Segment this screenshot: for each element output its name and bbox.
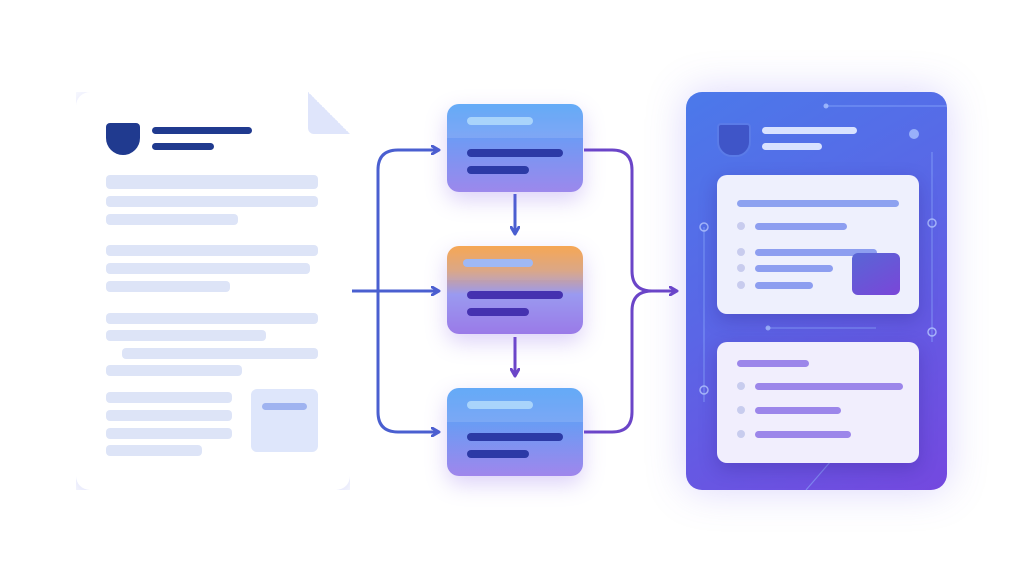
- process-card-3: [447, 388, 583, 476]
- result-item-line: [755, 265, 833, 272]
- doc-text-line: [106, 281, 230, 292]
- edge-doc-to-card-1: [376, 150, 438, 291]
- image-caption-line: [262, 403, 307, 410]
- bullet-dot: [737, 430, 745, 438]
- bullet-dot: [737, 248, 745, 256]
- doc-text-line: [106, 445, 202, 456]
- result-heading-line: [737, 360, 809, 367]
- doc-text-line: [106, 245, 318, 256]
- image-placeholder: [251, 389, 318, 452]
- result-heading-line: [737, 200, 899, 207]
- doc-text-line: [106, 392, 232, 403]
- result-item-line: [755, 431, 851, 438]
- edge-doc-to-card-3: [376, 291, 438, 432]
- doc-text-line: [122, 348, 318, 359]
- doc-subtitle-line: [152, 143, 214, 150]
- doc-text-line: [106, 313, 318, 324]
- doc-text-line: [106, 428, 232, 439]
- bullet-dot: [737, 222, 745, 230]
- result-item-line: [755, 223, 847, 230]
- result-item-line: [755, 407, 841, 414]
- result-item-line: [755, 282, 813, 289]
- edge-card-3-to-panel: [584, 289, 653, 434]
- panel-subtitle-line: [762, 143, 822, 150]
- doc-text-line: [106, 365, 242, 376]
- doc-text-line: [106, 214, 238, 225]
- result-item-line: [755, 249, 877, 256]
- thumbnail-square: [852, 253, 900, 295]
- doc-text-line: [106, 330, 266, 341]
- bullet-dot: [737, 264, 745, 272]
- shield-icon: [717, 123, 751, 157]
- doc-text-line: [106, 410, 232, 421]
- bullet-dot: [737, 406, 745, 414]
- result-item-line: [755, 383, 903, 390]
- doc-title-line: [152, 127, 252, 134]
- doc-text-line: [106, 263, 310, 274]
- bullet-dot: [737, 382, 745, 390]
- edge-card-1-to-panel: [584, 148, 676, 291]
- shield-icon: [106, 123, 140, 155]
- page-fold: [308, 92, 350, 134]
- process-card-1: [447, 104, 583, 192]
- process-card-2: [447, 246, 583, 334]
- doc-text-line: [106, 196, 318, 207]
- panel-title-line: [762, 127, 857, 134]
- bullet-dot: [737, 281, 745, 289]
- panel-circuit-decoration: [699, 103, 947, 490]
- doc-text-line: [106, 175, 318, 189]
